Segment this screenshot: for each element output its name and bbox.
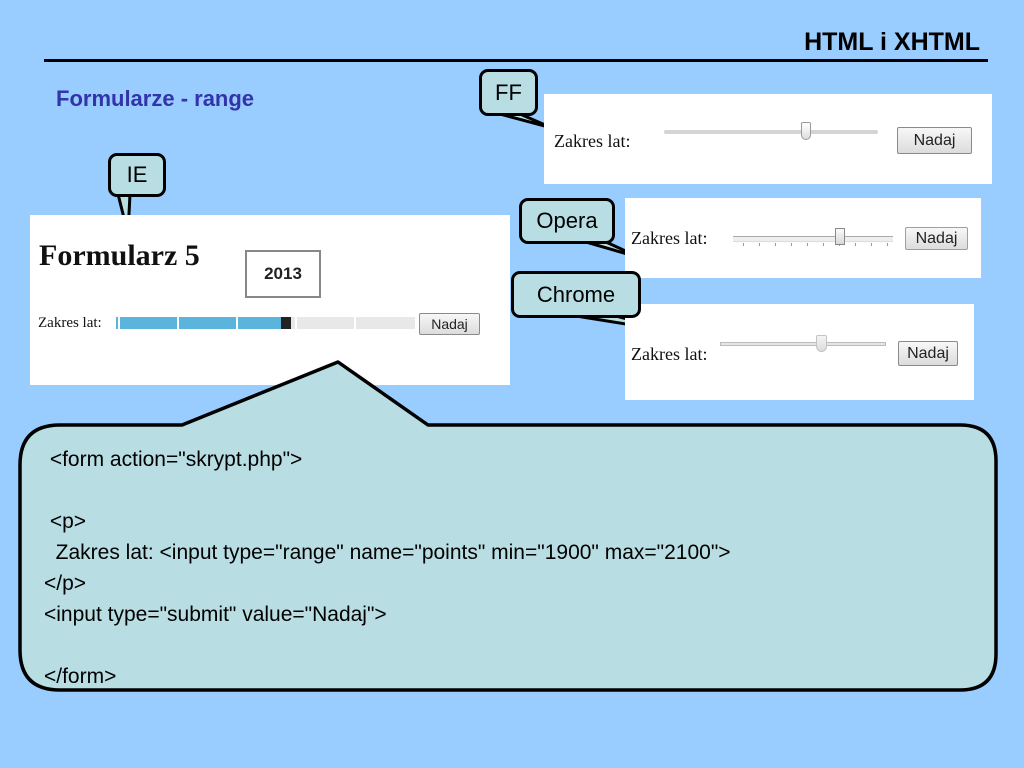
- ff-browser-panel: Zakres lat: Nadaj: [544, 94, 992, 184]
- header-divider: [44, 59, 988, 62]
- chrome-range-slider[interactable]: [720, 335, 886, 352]
- chrome-range-thumb[interactable]: [816, 335, 827, 352]
- ie-form-heading: Formularz 5: [39, 239, 200, 272]
- ie-range-tick: [177, 317, 179, 329]
- ff-range-label: Zakres lat:: [554, 131, 631, 151]
- ie-submit-button[interactable]: Nadaj: [419, 313, 480, 335]
- code-line: </p>: [44, 572, 87, 595]
- ie-range-label: Zakres lat:: [38, 315, 102, 331]
- ff-callout: FF: [479, 69, 538, 116]
- code-callout-outline: [18, 360, 998, 692]
- code-line: <form action="skrypt.php">: [44, 448, 303, 471]
- ie-range-fill: [116, 317, 286, 329]
- ie-range-tick: [354, 317, 356, 329]
- ie-browser-panel: Formularz 5 2013 Zakres lat: Nadaj: [30, 215, 510, 385]
- ie-range-tick: [236, 317, 238, 329]
- ie-range-thumb[interactable]: [281, 317, 291, 329]
- opera-browser-panel: Zakres lat: Nadaj: [625, 198, 981, 278]
- chrome-browser-panel: Zakres lat: Nadaj: [625, 304, 974, 400]
- chrome-callout: Chrome: [511, 271, 641, 318]
- ie-range-slider[interactable]: [116, 317, 415, 329]
- opera-range-ticks: [743, 243, 893, 246]
- code-line: <p>: [44, 510, 87, 533]
- ie-range-tick: [295, 317, 297, 329]
- opera-range-label: Zakres lat:: [631, 228, 708, 248]
- ff-submit-button[interactable]: Nadaj: [897, 127, 972, 154]
- ie-value-tooltip: 2013: [245, 250, 321, 298]
- ff-range-slider[interactable]: [664, 122, 878, 140]
- code-line: </form>: [44, 665, 117, 688]
- opera-callout: Opera: [519, 198, 615, 244]
- ie-range-tick: [118, 317, 120, 329]
- opera-range-thumb[interactable]: [835, 228, 845, 245]
- ie-callout: IE: [108, 153, 166, 197]
- opera-range-slider[interactable]: [733, 228, 893, 246]
- slide-subtitle: Formularze - range: [56, 86, 255, 111]
- chrome-range-label: Zakres lat:: [631, 344, 708, 364]
- code-line: Zakres lat: <input type="range" name="po…: [44, 541, 731, 564]
- code-snippet: <form action="skrypt.php"> <p> Zakres la…: [44, 448, 974, 688]
- ff-range-thumb[interactable]: [801, 122, 811, 140]
- header-title: HTML i XHTML: [804, 28, 980, 56]
- opera-submit-button[interactable]: Nadaj: [905, 227, 968, 250]
- chrome-submit-button[interactable]: Nadaj: [898, 341, 958, 366]
- code-line: <input type="submit" value="Nadaj">: [44, 603, 387, 626]
